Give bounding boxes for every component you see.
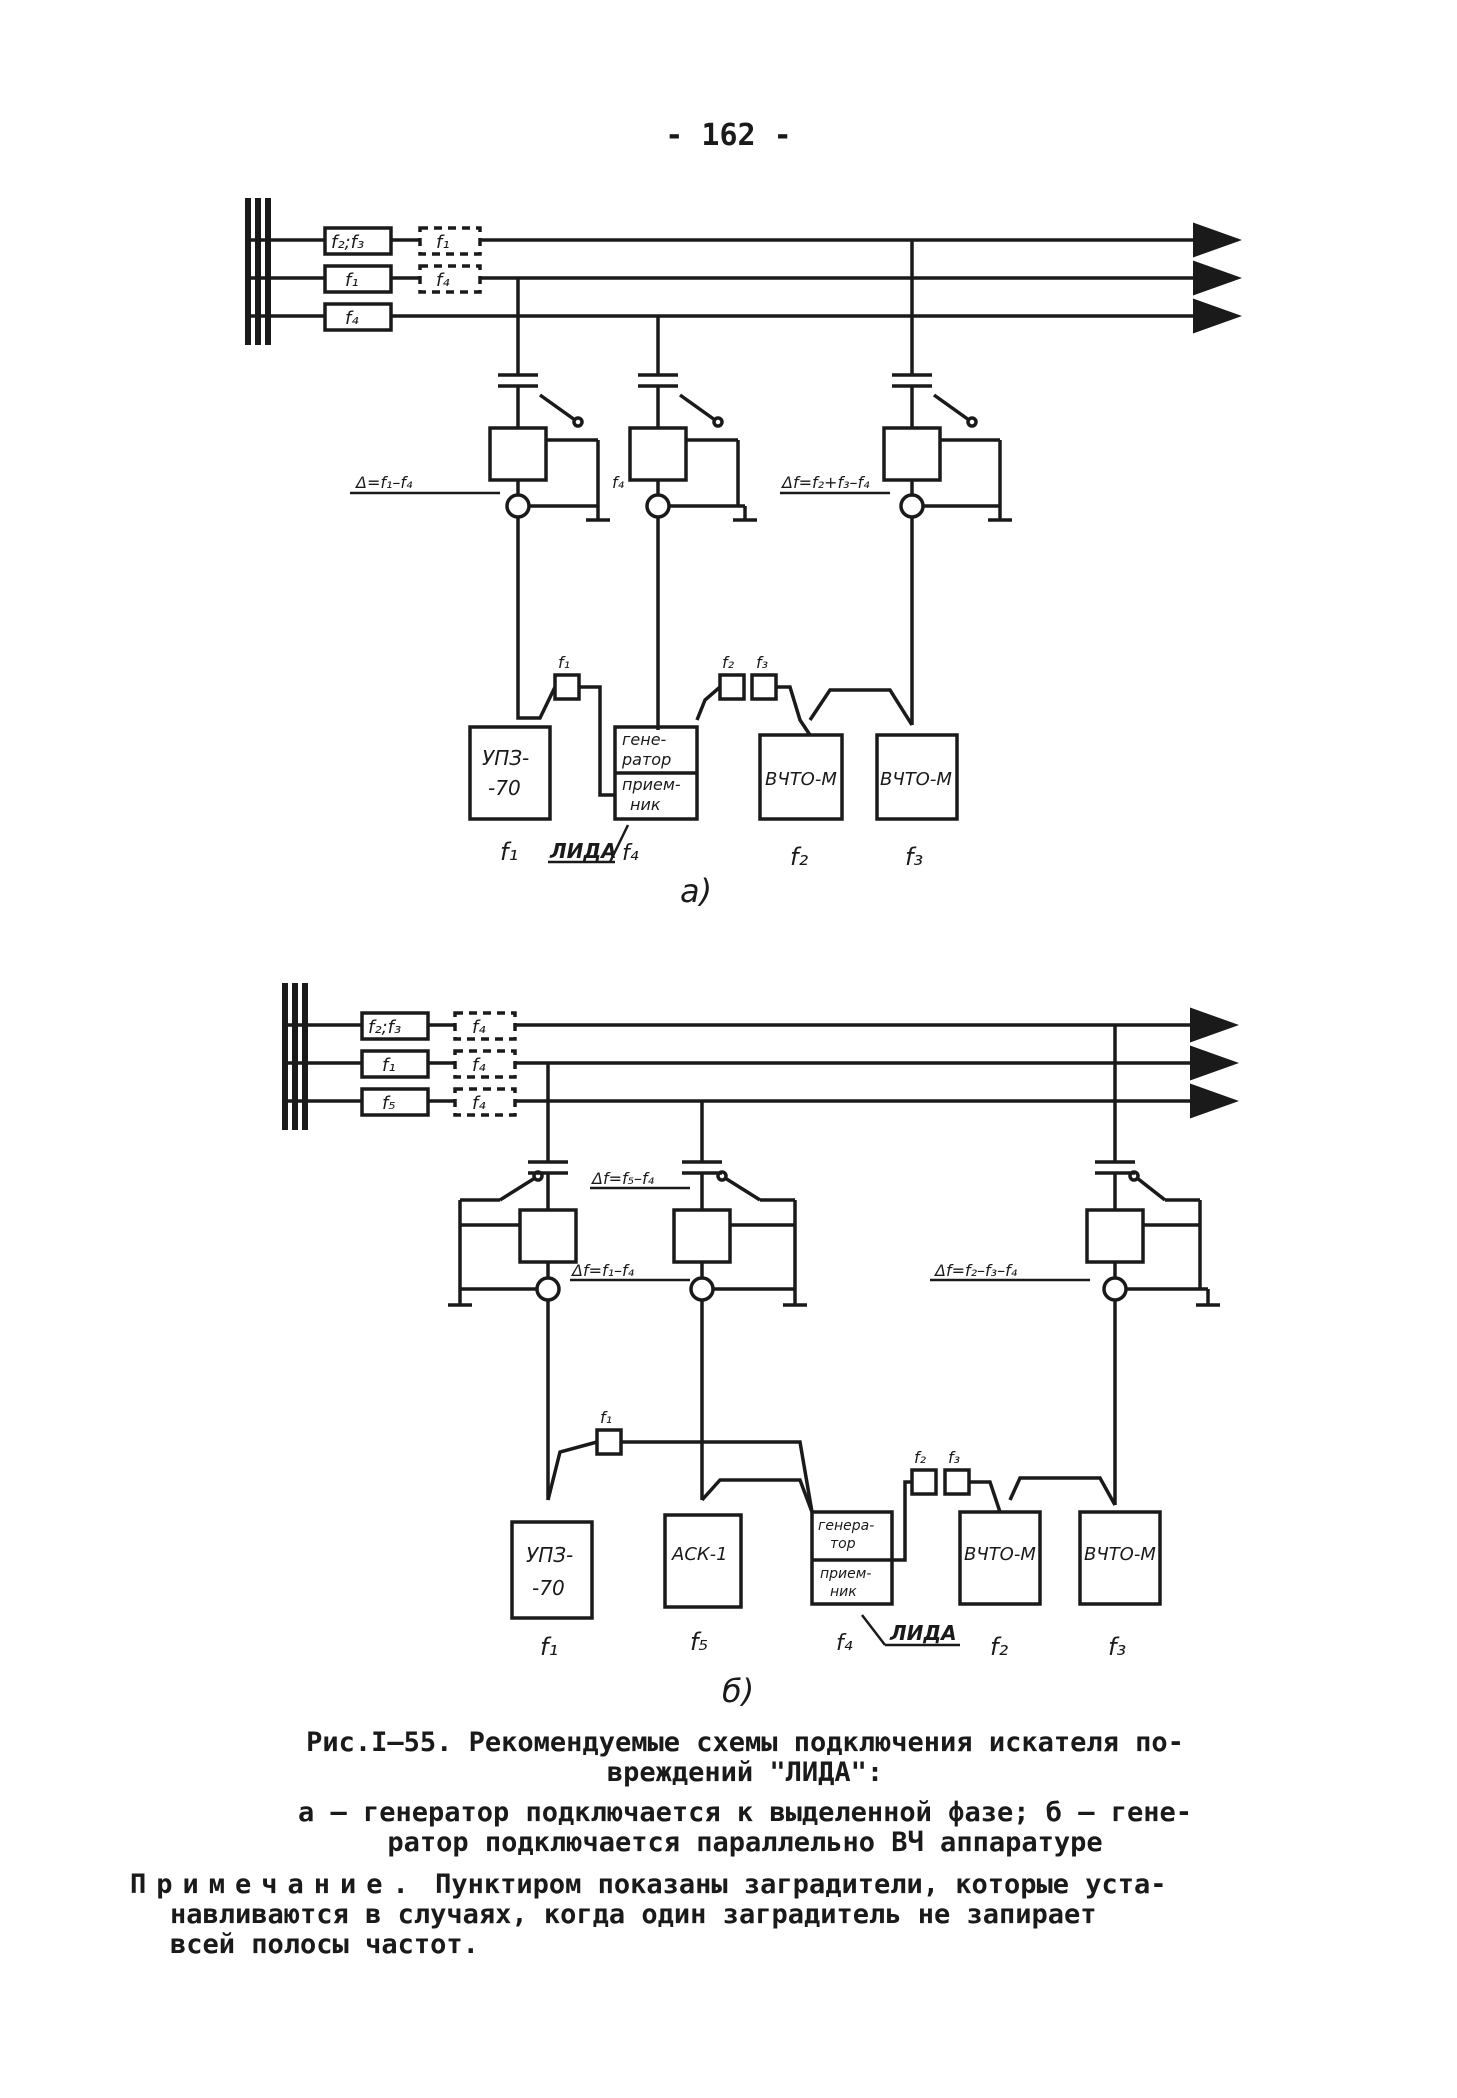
trap-b-1: f₂;f₃	[368, 1017, 401, 1038]
device-b3-line3: прием-	[820, 1566, 871, 1582]
device-a4-freq: f₃	[905, 843, 923, 871]
device-b4-label: ВЧТО-М	[964, 1544, 1036, 1565]
device-a3-label: ВЧТО-М	[765, 769, 837, 790]
device-a1-freq: f₁	[500, 838, 518, 866]
page-number: - 162 -	[665, 118, 792, 153]
device-b1-freq: f₁	[540, 1633, 558, 1661]
device-a2-line3: прием-	[622, 775, 681, 794]
scheme-a-labels: f₂;f₃ f₁ f₄ f₁ f₄ Δ=f₁–f₄ f₄ Δf=f₂+f₃–f₄…	[331, 232, 952, 910]
filter-a-1: f₁	[558, 653, 570, 672]
device-a1-line1: УПЗ-	[482, 746, 529, 770]
scheme-b-tag: б)	[722, 1672, 754, 1710]
filter-a-2: f₂	[722, 653, 735, 672]
device-a4-label: ВЧТО-М	[880, 769, 952, 790]
device-b3-line4: ник	[830, 1584, 857, 1600]
schematic-diagrams: f₂;f₃ f₁ f₄ f₁ f₄ Δ=f₁–f₄ f₄ Δf=f₂+f₃–f₄…	[245, 198, 1242, 1710]
filter-b-2: f₂	[914, 1448, 927, 1467]
device-b5-label: ВЧТО-М	[1084, 1544, 1156, 1565]
device-b3-line2: тор	[830, 1536, 856, 1552]
tap-b3	[930, 1025, 1220, 1505]
scheme-b-labels: f₂;f₃ f₁ f₅ f₄ f₄ f₄ Δf=f₅–f₄ Δf=f₁–f₄ Δ…	[368, 1017, 1156, 1710]
trap-a-1: f₂;f₃	[331, 232, 364, 253]
tap-b2	[590, 1101, 807, 1500]
filter-b-1: f₁	[600, 1408, 612, 1427]
device-b3-name: ЛИДА	[889, 1621, 957, 1645]
tap-b-note-1: Δf=f₅–f₄	[590, 1169, 655, 1188]
device-b3-freq: f₄	[836, 1631, 853, 1656]
device-b5-freq: f₃	[1108, 1633, 1126, 1661]
tap-b1	[448, 1063, 690, 1500]
device-b3-line1: генера-	[818, 1518, 874, 1534]
trap-a-dashed-2: f₄	[436, 270, 450, 291]
note-line2: навливаются в случаях, когда один заград…	[170, 1899, 1097, 1930]
tap-a-note-3: Δf=f₂+f₃–f₄	[780, 473, 870, 492]
device-a3-freq: f₂	[790, 843, 808, 871]
tap-3	[780, 240, 1012, 725]
scheme-a-tag: а)	[680, 872, 712, 910]
device-a2-line1: гене-	[622, 730, 667, 749]
figure-legend: а – генератор подключается к выделенной …	[180, 1798, 1310, 1858]
tap-a-note-1: Δ=f₁–f₄	[354, 473, 413, 492]
tap-2	[628, 316, 757, 730]
tap-b-note-3: Δf=f₂–f₃–f₄	[933, 1261, 1018, 1280]
device-a2-line2: ратор	[621, 750, 671, 769]
trap-b-dashed-2: f₄	[472, 1055, 486, 1076]
device-a2-line4: ник	[630, 795, 661, 814]
figure-title-line1: Рис.I–55. Рекомендуемые схемы подключени…	[306, 1727, 1184, 1758]
trap-a-3: f₄	[345, 308, 359, 329]
figure-legend-line1: а – генератор подключается к выделенной …	[297, 1797, 1193, 1828]
trap-a-2: f₁	[345, 270, 359, 291]
device-b2-label: АСК-1	[671, 1544, 728, 1565]
trap-b-3: f₅	[382, 1093, 396, 1114]
tap-1	[350, 278, 610, 708]
note-head: Примечание.	[130, 1869, 419, 1900]
filter-b-3: f₃	[948, 1448, 960, 1467]
figure-title: Рис.I–55. Рекомендуемые схемы подключени…	[180, 1728, 1310, 1788]
device-b1-line2: -70	[532, 1576, 565, 1600]
figure-note: Примечание. Пунктиром показаны заградите…	[130, 1870, 1330, 1960]
device-b2-freq: f₅	[690, 1628, 708, 1656]
device-a1-line2: -70	[488, 776, 521, 800]
device-b1-line1: УПЗ-	[526, 1543, 573, 1567]
tap-b-note-2: Δf=f₁–f₄	[570, 1261, 635, 1280]
figure-legend-line2: ратор подключается параллельно ВЧ аппара…	[387, 1827, 1103, 1858]
figure-title-line2: вреждений "ЛИДА":	[606, 1757, 884, 1788]
device-b4-freq: f₂	[990, 1633, 1008, 1661]
filter-a-3: f₃	[756, 653, 768, 672]
tap-a-note-2: f₄	[612, 473, 625, 492]
note-line1: Пунктиром показаны заградители, которые …	[418, 1869, 1167, 1900]
device-a2-freq: f₄	[622, 841, 639, 866]
note-line3: всей полосы частот.	[170, 1929, 479, 1960]
scheme-b	[282, 983, 1239, 1647]
trap-b-dashed-3: f₄	[472, 1093, 486, 1114]
trap-a-dashed-1: f₁	[436, 232, 450, 253]
trap-b-2: f₁	[382, 1055, 396, 1076]
trap-b-dashed-1: f₄	[472, 1017, 486, 1038]
device-a2-name: ЛИДА	[549, 839, 617, 863]
scheme-a	[245, 198, 1242, 864]
